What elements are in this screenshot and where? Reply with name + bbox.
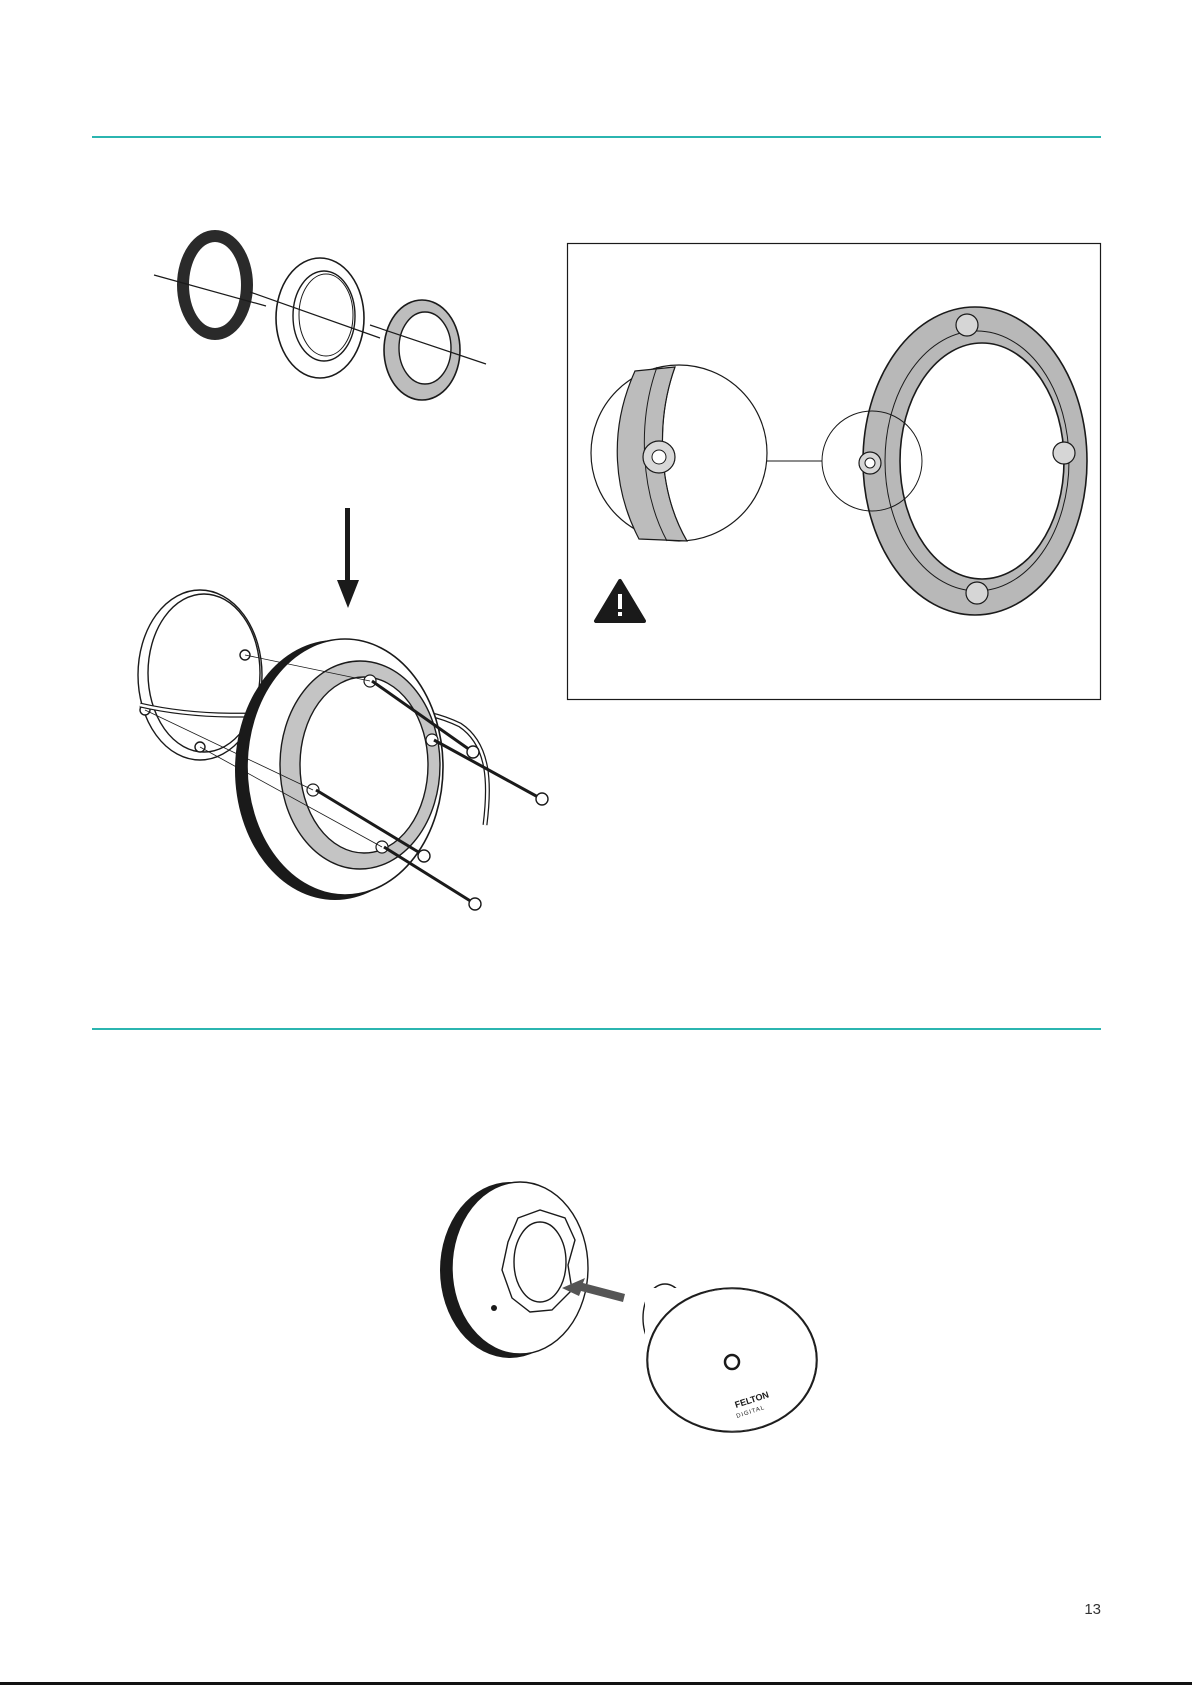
mounting-assembly-illustration: [120, 585, 600, 925]
magnified-detail: [591, 365, 767, 541]
section-divider-top: [92, 136, 1101, 138]
wall-mount-ring: [440, 1182, 588, 1358]
trim-ring-assembly: [235, 639, 443, 900]
mounting-bracket-part: [384, 300, 460, 400]
section-divider-middle: [92, 1028, 1101, 1030]
trim-ring-part: [276, 258, 364, 378]
final-step-illustration: FELTON DIGITAL: [440, 1170, 800, 1440]
page-number: 13: [1084, 1601, 1101, 1618]
detail-panel: [567, 243, 1102, 701]
dial-module: FELTON DIGITAL: [643, 1284, 817, 1432]
exploded-parts-illustration: [140, 220, 520, 410]
